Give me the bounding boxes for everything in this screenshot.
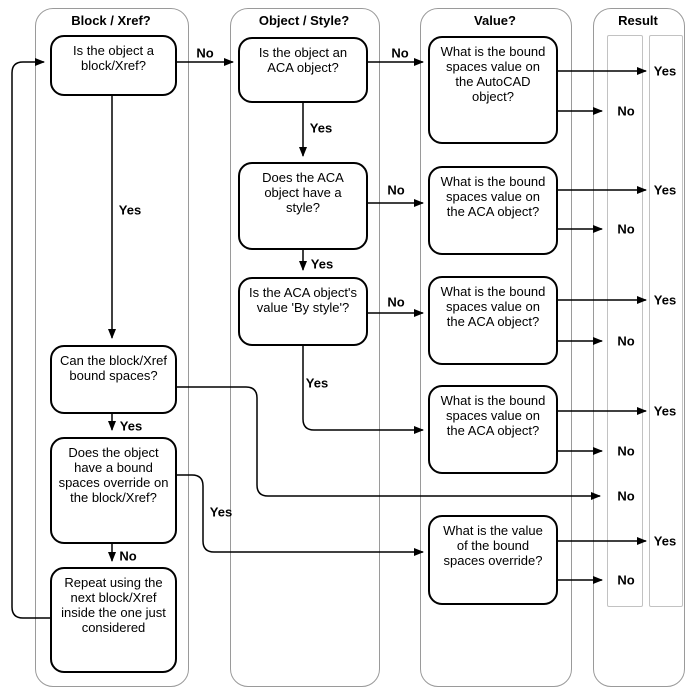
- edge-label-hasstyle-yes: Yes: [310, 256, 334, 272]
- result-label-no-3: No: [617, 333, 635, 349]
- edge-label-bystyle-no: No: [387, 294, 405, 310]
- column-title-result: Result: [618, 13, 658, 28]
- result-lane-yes: [649, 35, 683, 607]
- column-result: [593, 8, 685, 687]
- node-has-bound-spaces-override: Does the object have a bound spaces over…: [50, 437, 177, 544]
- edge-label-isaca-no: No: [391, 45, 409, 61]
- node-can-block-bound-spaces: Can the block/Xref bound spaces?: [50, 345, 177, 414]
- edge-canbound-no-to-result: [177, 386, 601, 500]
- edge-bystyle-yes-to-value-aca-3: [302, 346, 424, 434]
- node-text: Does the object have a bound spaces over…: [58, 445, 169, 505]
- column-block-xref: [35, 8, 189, 687]
- edge-label-isaca-yes: Yes: [309, 120, 333, 136]
- edge-label-hasoverride-yes: Yes: [209, 504, 233, 520]
- node-value-on-aca-object-1: What is the bound spaces value on the AC…: [428, 166, 558, 255]
- node-does-aca-have-style: Does the ACA object have a style?: [238, 162, 368, 250]
- result-label-no-1: No: [617, 103, 635, 119]
- result-label-no-4: No: [617, 443, 635, 459]
- node-value-on-aca-object-3: What is the bound spaces value on the AC…: [428, 385, 558, 474]
- edge-label-hasstyle-no: No: [387, 182, 405, 198]
- node-text: What is the bound spaces value on the AC…: [440, 284, 546, 329]
- node-text: Is the ACA object's value 'By style'?: [249, 285, 357, 315]
- node-repeat-next-block-xref: Repeat using the next block/Xref inside …: [50, 567, 177, 673]
- node-text: What is the bound spaces value on the AC…: [440, 393, 546, 438]
- result-label-no-6: No: [617, 572, 635, 588]
- column-title-object-style: Object / Style?: [258, 13, 350, 28]
- result-lane-no: [607, 35, 643, 607]
- result-label-yes-4: Yes: [653, 403, 677, 419]
- node-text: Does the ACA object have a style?: [262, 170, 344, 215]
- node-text: What is the value of the bound spaces ov…: [443, 523, 543, 568]
- column-title-value: Value?: [474, 13, 516, 28]
- node-text: Is the object an ACA object?: [258, 45, 348, 75]
- result-label-yes-3: Yes: [653, 292, 677, 308]
- edge-label-isblock-yes: Yes: [118, 202, 142, 218]
- node-is-object-block-xref: Is the object a block/Xref?: [50, 35, 177, 96]
- node-text: Is the object a block/Xref?: [73, 43, 154, 73]
- edge-label-hasoverride-no: No: [119, 548, 137, 564]
- node-value-on-autocad-object: What is the bound spaces value on the Au…: [428, 36, 558, 144]
- node-value-of-bound-spaces-override: What is the value of the bound spaces ov…: [428, 515, 558, 605]
- result-label-yes-1: Yes: [653, 63, 677, 79]
- node-value-on-aca-object-2: What is the bound spaces value on the AC…: [428, 276, 558, 365]
- node-text: Can the block/Xref bound spaces?: [60, 353, 167, 383]
- node-text: What is the bound spaces value on the Au…: [440, 44, 546, 104]
- result-label-yes-2: Yes: [653, 182, 677, 198]
- node-is-aca-object: Is the object an ACA object?: [238, 37, 368, 103]
- result-label-yes-5: Yes: [653, 533, 677, 549]
- column-object-style: [230, 8, 380, 687]
- edge-label-bystyle-yes: Yes: [305, 375, 329, 391]
- edge-hasoverride-yes-to-value-override: [177, 474, 424, 556]
- result-label-no-5: No: [617, 488, 635, 504]
- edge-label-canbound-yes: Yes: [119, 418, 143, 434]
- result-label-no-2: No: [617, 221, 635, 237]
- node-is-value-by-style: Is the ACA object's value 'By style'?: [238, 277, 368, 346]
- column-title-block-xref: Block / Xref?: [71, 13, 151, 28]
- node-text: Repeat using the next block/Xref inside …: [61, 575, 166, 635]
- column-value: [420, 8, 572, 687]
- edge-repeat-loop-to-isblock: [11, 58, 50, 619]
- node-text: What is the bound spaces value on the AC…: [440, 174, 546, 219]
- edge-label-isblock-no: No: [196, 45, 214, 61]
